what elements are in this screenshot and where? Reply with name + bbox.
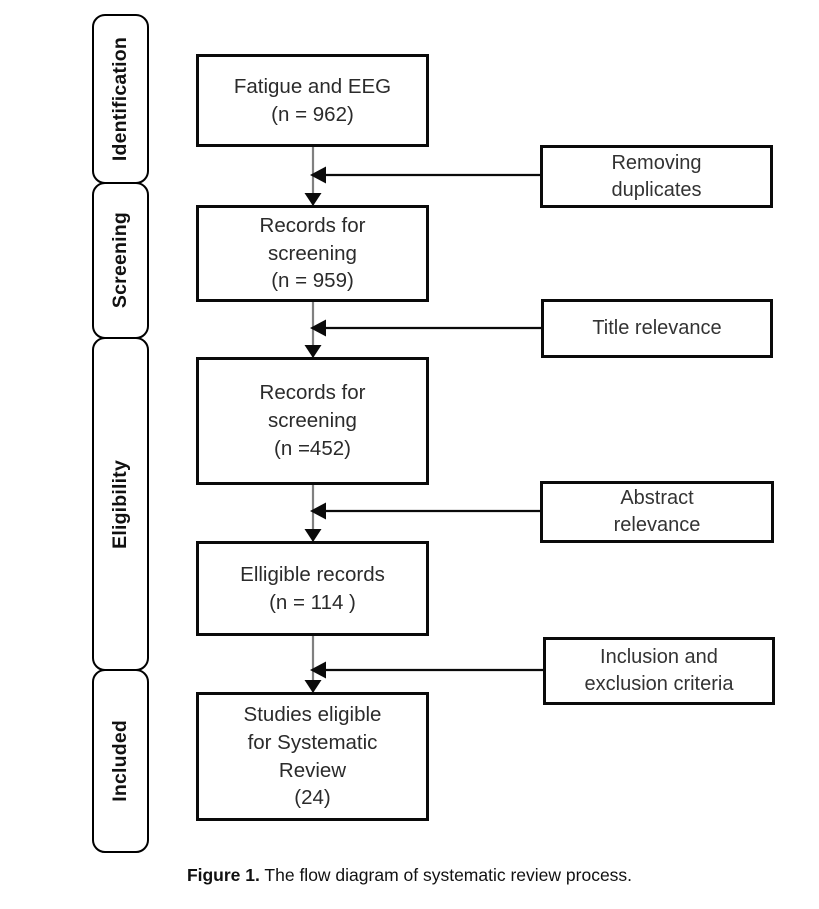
- exclusion-arrow-4-arrowhead: [310, 661, 326, 679]
- flow-box-studies-eligible-for-systematic-review: Studies eligible for Systematic Review (…: [196, 692, 429, 821]
- figure-caption-label: Figure 1.: [186, 865, 260, 885]
- figure-caption: Figure 1. The flow diagram of systematic…: [0, 864, 819, 887]
- exclusion-box-inclusion-and-exclusion-criteria: Inclusion and exclusion criteria: [543, 637, 775, 705]
- figure-caption-text: The flow diagram of systematic review pr…: [259, 865, 633, 885]
- flow-box-text: Fatigue and EEG (n = 962): [233, 74, 392, 126]
- flow-box-fatigue-and-eeg: Fatigue and EEG (n = 962): [196, 54, 429, 147]
- stage-eligibility: Eligibility: [92, 337, 149, 671]
- exclusion-box-removing-duplicates: Removing duplicates: [540, 145, 773, 208]
- stage-screening: Screening: [92, 182, 149, 339]
- exclusion-box-title-relevance: Title relevance: [541, 299, 773, 358]
- exclusion-arrow-1-arrowhead: [310, 166, 326, 184]
- flow-box-text: Records for screening (n = 959): [259, 213, 366, 293]
- exclusion-arrow-2-arrowhead: [310, 319, 326, 337]
- exclusion-box-text: Title relevance: [592, 317, 722, 339]
- exclusion-box-text: Abstract relevance: [613, 487, 701, 536]
- exclusion-box-text: Removing duplicates: [611, 151, 702, 201]
- stage-screening-label: Screening: [108, 212, 131, 309]
- stage-eligibility-label: Eligibility: [108, 459, 131, 549]
- stage-column: Identification Screening Eligibility Inc…: [92, 14, 149, 853]
- exclusion-box-text: Inclusion and exclusion criteria: [584, 646, 734, 695]
- flow-box-records-for-screening-959: Records for screening (n = 959): [196, 205, 429, 302]
- exclusion-box-abstract-relevance: Abstract relevance: [540, 481, 774, 543]
- exclusion-arrow-3-arrowhead: [310, 502, 326, 520]
- stage-included: Included: [92, 669, 149, 853]
- flow-box-text: Records for screening (n =452): [259, 381, 366, 460]
- flow-box-text: Elligible records (n = 114 ): [240, 562, 385, 614]
- stage-identification-label: Identification: [108, 36, 131, 162]
- flow-box-records-for-screening-452: Records for screening (n =452): [196, 357, 429, 485]
- stage-included-label: Included: [108, 720, 131, 802]
- stage-identification: Identification: [92, 14, 149, 184]
- flow-box-text: Studies eligible for Systematic Review (…: [243, 702, 382, 810]
- flow-box-elligible-records: Elligible records (n = 114 ): [196, 541, 429, 636]
